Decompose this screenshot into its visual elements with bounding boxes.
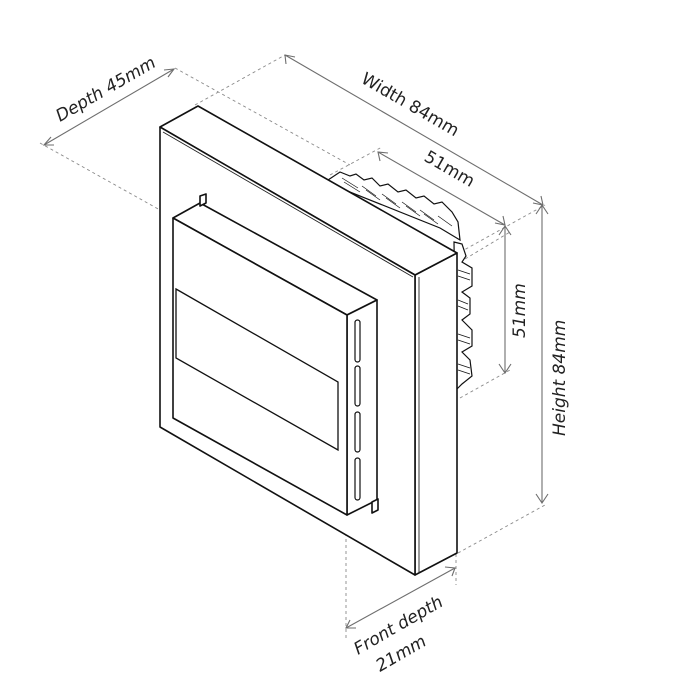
back-plate-side-face — [414, 252, 458, 576]
vent-slots — [354, 319, 361, 501]
inner-height-label: 51mm — [510, 283, 530, 338]
vent-slot — [354, 365, 361, 407]
vent-slot — [354, 457, 361, 501]
inner-width-label: 51mm — [421, 147, 478, 192]
display-window — [175, 287, 339, 452]
rear-heatsink — [327, 171, 473, 392]
vent-slot — [354, 411, 361, 453]
width-dimension-line — [284, 54, 544, 206]
front-module-side-face — [346, 299, 378, 516]
width-label: Width 84mm — [358, 69, 463, 141]
dimension-lines — [42, 54, 549, 629]
top-fins — [327, 171, 461, 242]
height-label: Height 84mm — [550, 320, 570, 436]
front-depth-dimension-line — [345, 567, 456, 629]
front-module-front-face — [172, 217, 348, 516]
inner-width-dimension-line — [377, 151, 506, 226]
vent-slot — [354, 319, 361, 363]
depth-label: Depth 45mm — [53, 53, 160, 126]
depth-dimension-line — [43, 68, 175, 146]
side-fins — [453, 241, 473, 392]
